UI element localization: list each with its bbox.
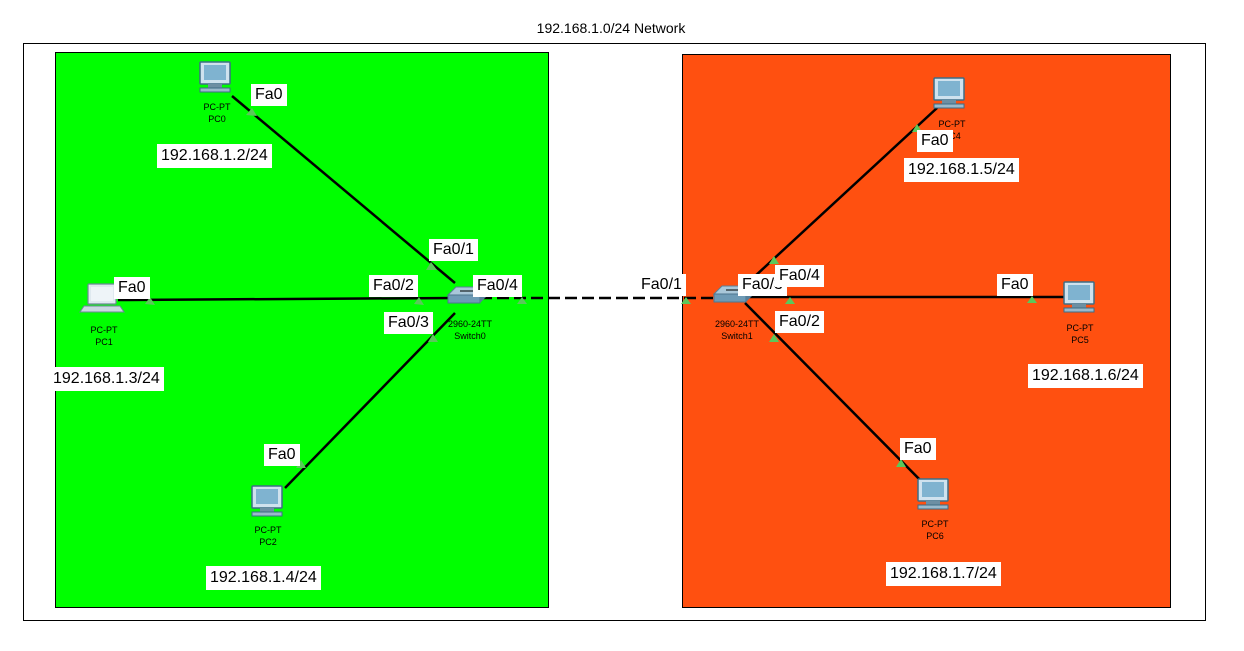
cable-pc1-switch0 [117,296,456,302]
pc2-port-label: Fa0 [264,444,300,466]
pc0-icon[interactable] [199,61,231,93]
link-light [517,297,527,304]
cable-switch1-pc6 [744,302,931,491]
cable-pc0-switch0 [231,95,456,284]
diagram-title: 192.168.1.0/24 Network [536,20,686,36]
pc1-port-label: Fa0 [114,277,150,299]
link-light [296,460,306,468]
pc6-model: PC-PT [921,519,949,529]
pc1-name: PC1 [95,337,113,347]
pc2-caption: PC-PT PC2 [243,524,293,548]
pc1-ip-label: 192.168.1.3/24 [49,367,164,391]
switch1-port-fa02: Fa0/2 [775,311,824,333]
switch0-model: 2960-24TT [447,319,493,329]
link-light [769,334,779,342]
network-boundary [23,43,1206,621]
pc6-name: PC6 [926,531,944,541]
cable-pc2-switch0 [284,312,456,489]
switch0-port-fa01: Fa0/1 [429,239,478,261]
switch0-name: Switch0 [454,331,486,341]
link-light [246,108,257,116]
pc0-model: PC-PT [203,102,231,112]
cable-switch1-pc4 [739,107,938,291]
pc2-icon[interactable] [251,485,283,517]
switch0-caption: 2960-24TT Switch0 [440,318,500,342]
pc2-name: PC2 [259,537,277,547]
switch1-port-fa03: Fa0/3 [738,274,787,296]
link-light [426,262,437,270]
switch1-port-fa01: Fa0/1 [637,274,686,296]
pc5-icon[interactable] [1063,281,1095,313]
pc6-ip-label: 192.168.1.7/24 [886,562,1001,586]
pc4-ip-label: 192.168.1.5/24 [904,158,1019,182]
link-light [428,334,438,342]
pc1-model: PC-PT [90,325,118,335]
pc0-name: PC0 [208,114,226,124]
link-light [1027,296,1037,303]
pc4-icon[interactable] [933,77,965,109]
pc6-icon[interactable] [917,478,949,510]
left-area [55,52,549,608]
pc5-name: PC5 [1071,335,1089,345]
pc1-icon[interactable] [79,283,125,313]
pc5-port-label: Fa0 [997,274,1033,296]
pc2-ip-label: 192.168.1.4/24 [206,566,321,590]
pc4-port-label: Fa0 [917,130,953,152]
pc0-port-label: Fa0 [251,84,287,106]
pc5-model: PC-PT [1066,323,1094,333]
pc1-caption: PC-PT PC1 [79,324,129,348]
switch1-port-fa04: Fa0/4 [775,265,824,287]
switch0-port-fa03: Fa0/3 [384,312,433,334]
pc2-model: PC-PT [254,525,282,535]
link-light [785,297,795,304]
pc5-caption: PC-PT PC5 [1055,322,1105,346]
link-light [145,297,155,305]
link-light [769,256,779,264]
pc6-caption: PC-PT PC6 [910,518,960,542]
link-light [896,459,906,467]
pc0-caption: PC-PT PC0 [192,101,242,125]
switch1-name: Switch1 [721,331,753,341]
link-light [681,297,691,304]
link-light [414,297,424,305]
pc0-ip-label: 192.168.1.2/24 [157,144,272,168]
switch0-port-fa04: Fa0/4 [473,275,522,297]
switch0-port-fa02: Fa0/2 [369,275,418,297]
pc4-model: PC-PT [938,119,966,129]
pc5-ip-label: 192.168.1.6/24 [1028,364,1143,388]
switch1-caption: 2960-24TT Switch1 [707,318,767,342]
switch1-model: 2960-24TT [714,319,760,329]
pc6-port-label: Fa0 [900,438,936,460]
